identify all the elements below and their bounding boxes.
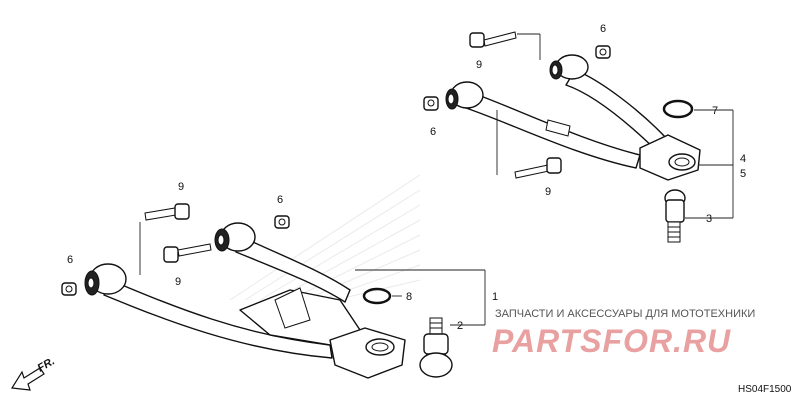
callout-numbers: 9 6 7 6 4 5 9 3 9 6 9 6 8 1 2 — [67, 23, 746, 332]
callout-8: 8 — [406, 291, 412, 303]
callout-6-top: 6 — [600, 23, 606, 35]
callout-9-top: 9 — [476, 59, 482, 71]
lower-nut-6-far-left — [61, 282, 77, 296]
watermark-tagline: ЗАПЧАСТИ И АКСЕССУАРЫ ДЛЯ МОТОТЕХНИКИ — [495, 308, 755, 320]
lower-bolt-9 — [144, 203, 190, 221]
callout-6-far-left: 6 — [67, 254, 73, 266]
upper-bolt-9 — [469, 31, 517, 48]
leader-lines — [139, 33, 734, 326]
upper-circlip-7 — [662, 99, 694, 119]
upper-ball-joint-3 — [664, 189, 686, 243]
callout-1: 1 — [492, 291, 498, 303]
callout-2: 2 — [457, 320, 463, 332]
callout-9-left: 9 — [178, 181, 184, 193]
upper-nut-6-mid — [423, 96, 439, 111]
front-indicator: FR. — [10, 355, 57, 391]
diagram-code: HS04F1500 — [738, 384, 792, 395]
upper-arm — [445, 54, 701, 181]
front-label: FR. — [36, 355, 57, 374]
front-arrow-icon — [10, 367, 45, 391]
callout-9-left-low: 9 — [175, 276, 181, 288]
watermark-brand: PARTSFOR.RU — [492, 323, 731, 359]
callout-7: 7 — [712, 105, 718, 117]
callout-6-mid: 6 — [430, 126, 436, 138]
background-wing-logo — [229, 174, 421, 301]
callout-6-left-mid: 6 — [277, 194, 283, 206]
lower-arm — [84, 222, 406, 379]
callout-5: 5 — [740, 168, 746, 180]
watermark: ЗАПЧАСТИ И АКСЕССУАРЫ ДЛЯ МОТОТЕХНИКИ PA… — [492, 308, 755, 359]
callout-3: 3 — [706, 213, 712, 225]
callout-4: 4 — [740, 153, 746, 165]
lower-circlip-8 — [362, 287, 392, 305]
lower-nut-6 — [274, 215, 290, 229]
lower-ball-joint-2 — [419, 317, 453, 378]
lower-bolt-9-low — [163, 243, 212, 263]
upper-bolt-9-mid — [514, 157, 562, 179]
upper-nut-6 — [595, 45, 611, 59]
callout-9-mid: 9 — [545, 186, 551, 198]
